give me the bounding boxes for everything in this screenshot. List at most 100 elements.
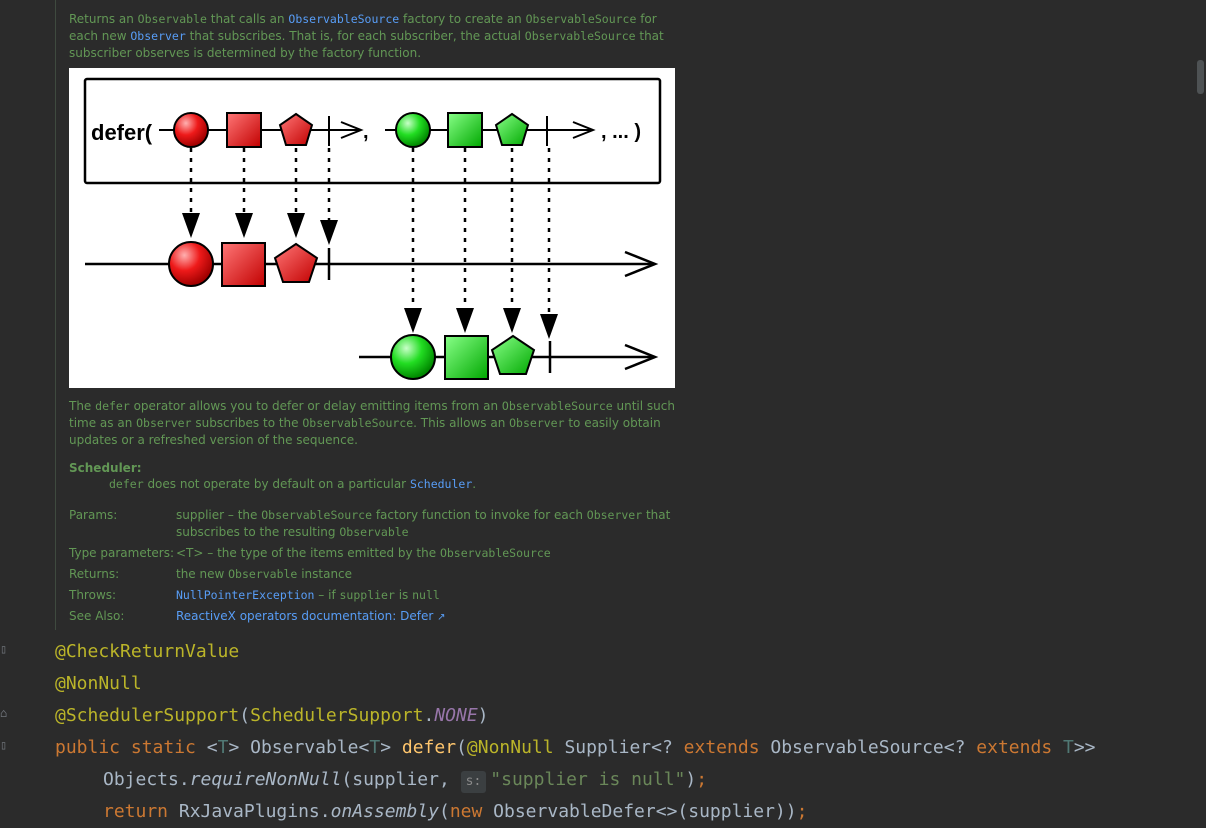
- params-value: supplier – the ObservableSource factory …: [176, 507, 676, 541]
- code-token: ObservableSource<?: [770, 737, 966, 758]
- fold-gutter-icon[interactable]: ⌂: [0, 706, 8, 720]
- string-token: "supplier is null": [490, 769, 686, 790]
- doc-code: Observable: [339, 525, 409, 539]
- code-token: Observable<: [250, 737, 370, 758]
- returns-value: the new Observable instance: [176, 566, 676, 583]
- semicolon-token: ;: [696, 769, 708, 790]
- code-token: >: [380, 737, 392, 758]
- scrollbar-thumb[interactable]: [1197, 60, 1204, 94]
- code-token: (: [239, 705, 251, 726]
- type-param-token: T: [369, 737, 381, 758]
- doc-text: does not operate by default on a particu…: [143, 477, 410, 491]
- doc-code: null: [412, 588, 440, 602]
- code-line-1[interactable]: @CheckReturnValue: [55, 636, 239, 668]
- doc-code: ObservableSource: [524, 29, 636, 43]
- doc-text: factory to create an: [399, 12, 526, 26]
- keyword-token: extends: [976, 737, 1053, 758]
- diagram-comma: ,: [363, 121, 369, 143]
- doc-description: Returns an Observable that calls an Obse…: [69, 11, 679, 62]
- doc-code: ObservableSource: [302, 416, 414, 430]
- doc-text: that subscribes. That is, for each subsc…: [185, 29, 525, 43]
- code-token: ): [685, 769, 697, 790]
- doc-code: Observer: [509, 416, 565, 430]
- observablesource-link[interactable]: ObservableSource: [288, 12, 400, 26]
- code-token: (supplier,: [341, 769, 450, 790]
- code-token: ObservableDefer<>(supplier)): [493, 801, 797, 822]
- doc-defer-description: The defer operator allows you to defer o…: [69, 398, 679, 449]
- type-params-label: Type parameters:: [69, 546, 175, 560]
- scheduler-link[interactable]: Scheduler: [409, 477, 473, 491]
- defer-marble-svg: defer( , , ... ): [83, 77, 662, 380]
- doc-text: the new: [176, 567, 229, 581]
- doc-code: Observable: [137, 12, 207, 26]
- doc-code: ObservableSource: [501, 399, 613, 413]
- defer-box: [83, 77, 662, 185]
- returns-label: Returns:: [69, 567, 120, 581]
- doc-code: Observer: [136, 416, 192, 430]
- parameter-hint: s:: [460, 771, 487, 793]
- doc-text: is: [394, 588, 413, 602]
- marble-diagram: defer( , , ... ): [69, 68, 675, 388]
- type-param-token: T: [217, 737, 229, 758]
- output-green-square: [444, 335, 489, 380]
- method-name-token: defer: [401, 737, 457, 758]
- doc-text: operator allows you to defer or delay em…: [129, 399, 502, 413]
- doc-text: – if: [314, 588, 340, 602]
- doc-text: Returns an: [69, 12, 138, 26]
- doc-text: factory function to invoke for each: [372, 508, 587, 522]
- code-line-3[interactable]: @SchedulerSupport(SchedulerSupport.NONE): [55, 700, 489, 732]
- output-timeline-1-arrow: [624, 250, 659, 278]
- doc-text: that subscribes to the resulting: [176, 508, 671, 539]
- code-line-2[interactable]: @NonNull: [55, 668, 142, 700]
- doc-code: Observer: [586, 508, 643, 522]
- doc-code: ObservableSource: [525, 12, 637, 26]
- output-green-pentagon: [490, 334, 536, 375]
- code-token: >>: [1073, 737, 1096, 758]
- observer-link[interactable]: Observer: [130, 29, 186, 43]
- doc-code: supplier: [339, 588, 395, 602]
- code-line-4[interactable]: public static <T> Observable<T> defer(@N…: [55, 732, 1096, 764]
- see-also-label: See Also:: [69, 609, 125, 623]
- keyword-token: public: [55, 737, 121, 758]
- doc-text: that subscriber observes is determined b…: [69, 29, 664, 60]
- doc-text: that calls an: [206, 12, 289, 26]
- bookmark-gutter-icon[interactable]: ▯: [0, 642, 8, 656]
- type-param-token: T: [1063, 737, 1074, 758]
- nullpointerexception-link[interactable]: NullPointerException: [176, 588, 315, 602]
- marble-green-square: [447, 112, 483, 148]
- doc-code: ObservableSource: [439, 546, 551, 560]
- marble-green-pentagon: [494, 112, 530, 146]
- doc-text: for each new: [69, 12, 657, 43]
- output-timeline-2-arrow: [624, 343, 659, 371]
- keyword-token: return: [103, 801, 169, 822]
- doc-text: The: [69, 399, 96, 413]
- code-token: Supplier<?: [564, 737, 673, 758]
- annotation-token: @CheckReturnValue: [55, 641, 240, 662]
- method-call-token: onAssembly: [330, 801, 439, 822]
- keyword-token: extends: [683, 737, 760, 758]
- code-line-5[interactable]: Objects.requireNonNull(supplier, s:"supp…: [103, 764, 707, 796]
- annotation-token: SchedulerSupport: [250, 705, 424, 726]
- code-token: RxJavaPlugins.: [178, 801, 331, 822]
- see-also-value: ReactiveX operators documentation: Defer…: [176, 608, 676, 626]
- doc-code: defer: [109, 477, 144, 491]
- doc-gutter-line: [55, 0, 56, 630]
- drop-arrows-red: [182, 213, 338, 245]
- reactivex-docs-link[interactable]: ReactiveX operators documentation: Defer: [176, 609, 434, 623]
- doc-text: until such time as an: [69, 399, 675, 430]
- output-green-circle: [390, 334, 436, 380]
- static-field-token: NONE: [434, 705, 478, 726]
- scheduler-heading: Scheduler:: [69, 461, 142, 475]
- external-link-icon: ↗: [437, 612, 446, 623]
- marble-red-square: [226, 112, 262, 148]
- doc-text: subscribes to the: [191, 416, 303, 430]
- bookmark-gutter-icon[interactable]: ▯: [0, 738, 8, 752]
- dashed-drops-red: [189, 148, 331, 223]
- doc-text: .: [472, 477, 477, 491]
- output-red-circle: [168, 241, 214, 287]
- dashed-drops-green: [411, 148, 551, 318]
- throws-value: NullPointerException – if supplier is nu…: [176, 587, 676, 604]
- code-line-6[interactable]: return RxJavaPlugins.onAssembly(new Obse…: [103, 796, 807, 828]
- semicolon-token: ;: [796, 801, 808, 822]
- doc-text: instance: [297, 567, 353, 581]
